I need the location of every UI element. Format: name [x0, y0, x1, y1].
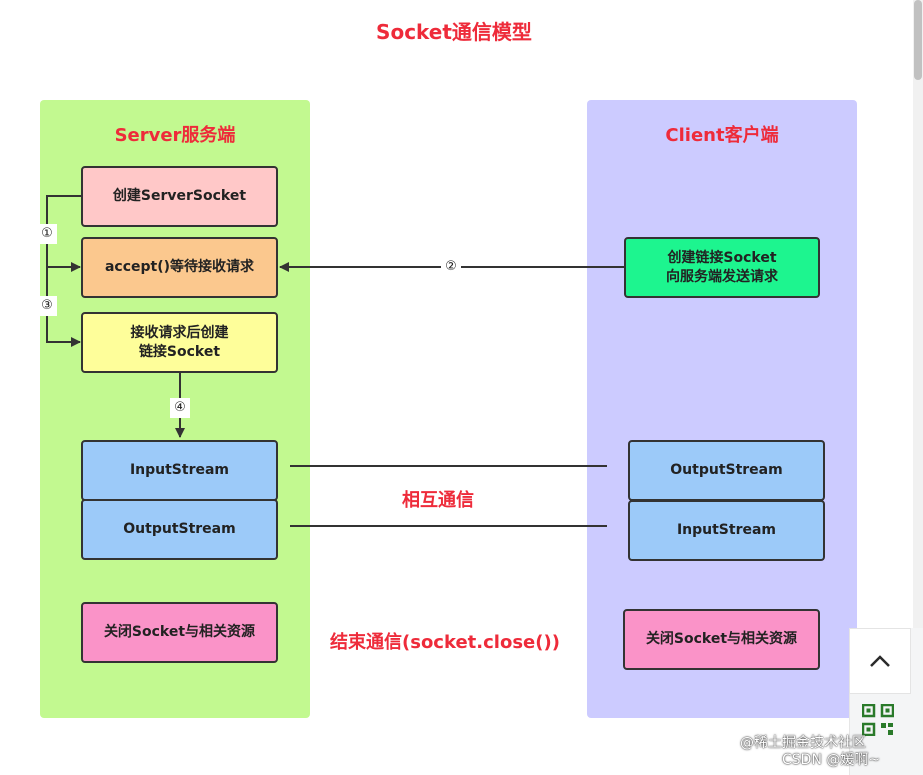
server-inputstream-box: InputStream — [81, 440, 278, 501]
scrollbar-track[interactable] — [913, 0, 923, 775]
server-close-box: 关闭Socket与相关资源 — [81, 602, 278, 663]
accept-box: accept()等待接收请求 — [81, 237, 278, 298]
end-communication-label: 结束通信(socket.close()) — [330, 632, 560, 653]
juejin-watermark: @稀土掘金技术社区 — [740, 735, 866, 751]
client-close-box: 关闭Socket与相关资源 — [623, 609, 820, 670]
server-label: Server服务端 — [114, 125, 236, 146]
client-connect-box: 创建链接Socket 向服务端发送请求 — [624, 237, 820, 298]
create-serversocket-box: 创建ServerSocket — [81, 166, 278, 227]
server-outputstream-box: OutputStream — [81, 499, 278, 560]
client-inputstream-box: InputStream — [628, 500, 825, 561]
chevron-up-icon — [870, 655, 890, 667]
step-3-marker: ③ — [37, 296, 57, 316]
qr-code-icon — [861, 703, 895, 737]
qr-code-button[interactable] — [861, 703, 895, 737]
client-label: Client客户端 — [665, 125, 779, 146]
client-outputstream-box: OutputStream — [628, 440, 825, 501]
mutual-communication-label: 相互通信 — [402, 490, 474, 511]
scrollbar-thumb[interactable] — [914, 0, 922, 80]
step-4-marker: ④ — [170, 398, 190, 418]
csdn-watermark: CSDN @媛啊~ — [782, 752, 881, 768]
step-2-marker: ② — [441, 257, 461, 277]
step-1-marker: ① — [37, 224, 57, 244]
create-link-socket-box: 接收请求后创建 链接Socket — [81, 312, 278, 373]
diagram-title: Socket通信模型 — [376, 20, 532, 44]
back-to-top-button[interactable] — [849, 628, 911, 694]
arrow-step-3 — [46, 267, 81, 347]
